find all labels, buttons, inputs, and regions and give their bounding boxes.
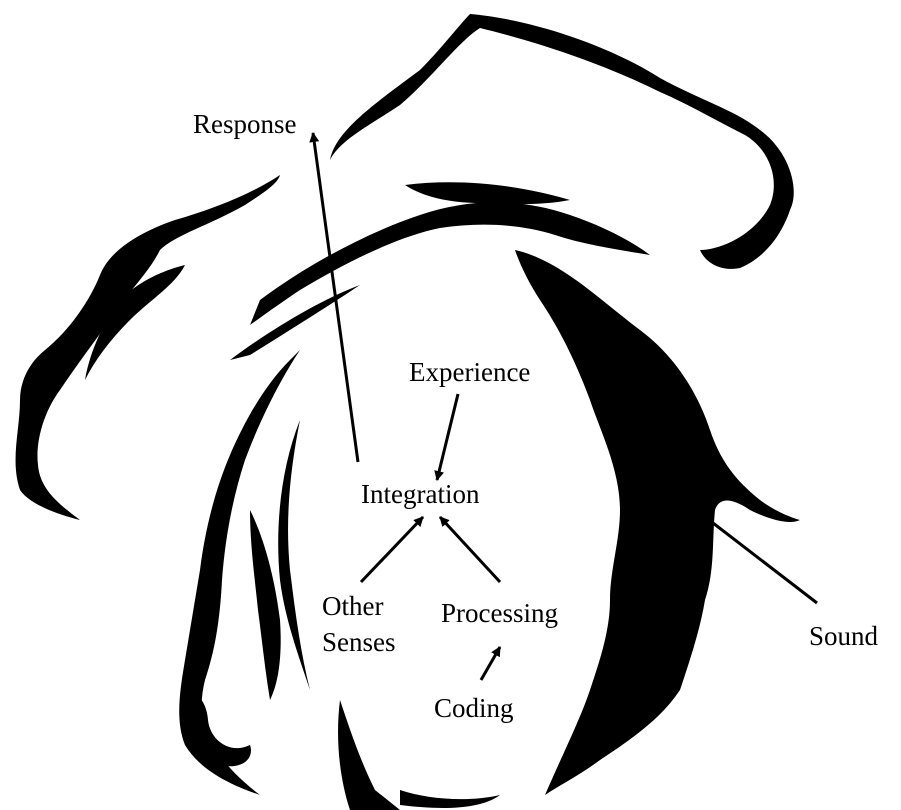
label-other: Other — [322, 590, 383, 623]
arrow-experience-to-integration — [437, 394, 458, 480]
label-sound: Sound — [809, 620, 878, 653]
hair-right — [515, 250, 800, 795]
hair-strand-1 — [278, 420, 310, 690]
label-processing: Processing — [441, 597, 558, 630]
arrow-processing-to-integration — [440, 517, 500, 582]
label-response: Response — [193, 108, 297, 141]
arrow-other-to-integration — [361, 517, 423, 582]
hat-band-upper — [405, 182, 570, 204]
hair-strand-2 — [250, 510, 281, 700]
hair-strand-3 — [338, 700, 400, 810]
arrow-coding-to-processing — [481, 647, 500, 680]
label-integration: Integration — [361, 478, 479, 511]
hat-brim-stroke — [230, 285, 360, 360]
arrow-integration-to-response — [313, 133, 358, 462]
label-coding: Coding — [434, 692, 514, 725]
label-experience: Experience — [409, 356, 530, 389]
arrow-sound-to-ear — [700, 513, 817, 603]
face-chin — [400, 790, 500, 808]
label-senses: Senses — [322, 626, 396, 659]
